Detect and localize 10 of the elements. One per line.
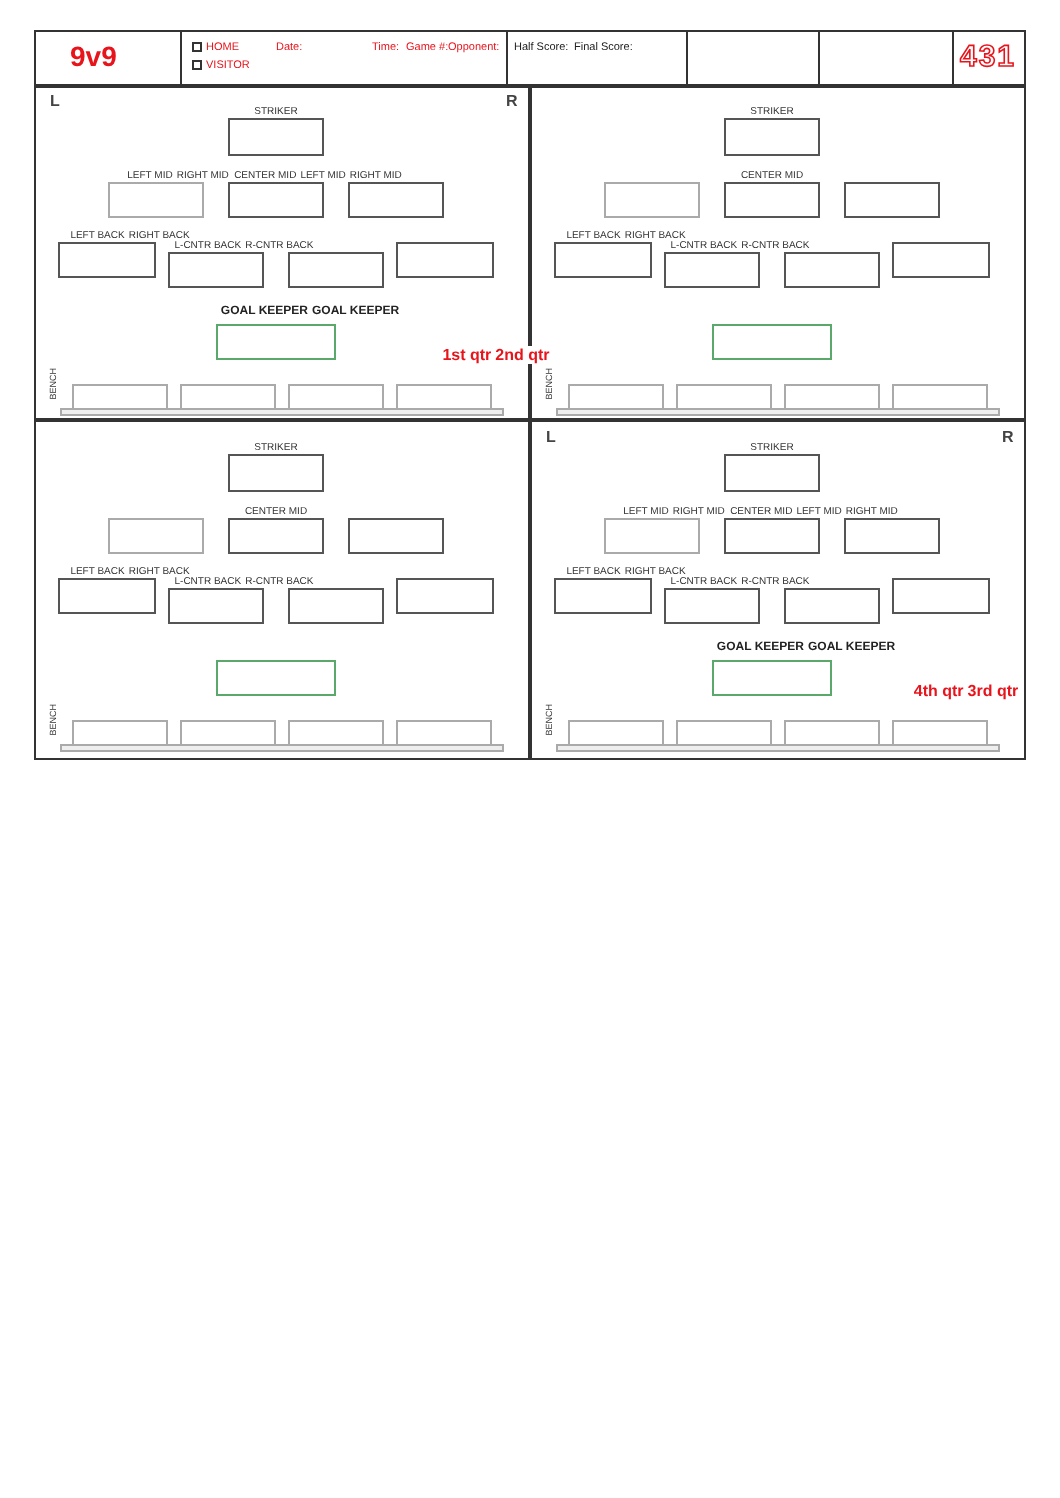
quarter-label: 1st qtr: [442, 346, 492, 364]
quarter-label: 3rd qtr: [967, 682, 1019, 700]
side-marker: L: [546, 428, 556, 446]
side-marker: L: [50, 92, 60, 110]
quarter-label: 2nd qtr: [495, 346, 550, 364]
quarter-label: 4th qtr: [913, 682, 964, 700]
team-size-heading: 9v9: [70, 40, 117, 72]
side-marker: R: [1002, 428, 1014, 446]
side-marker: R: [506, 92, 518, 110]
formation-number: 431: [960, 40, 1017, 74]
